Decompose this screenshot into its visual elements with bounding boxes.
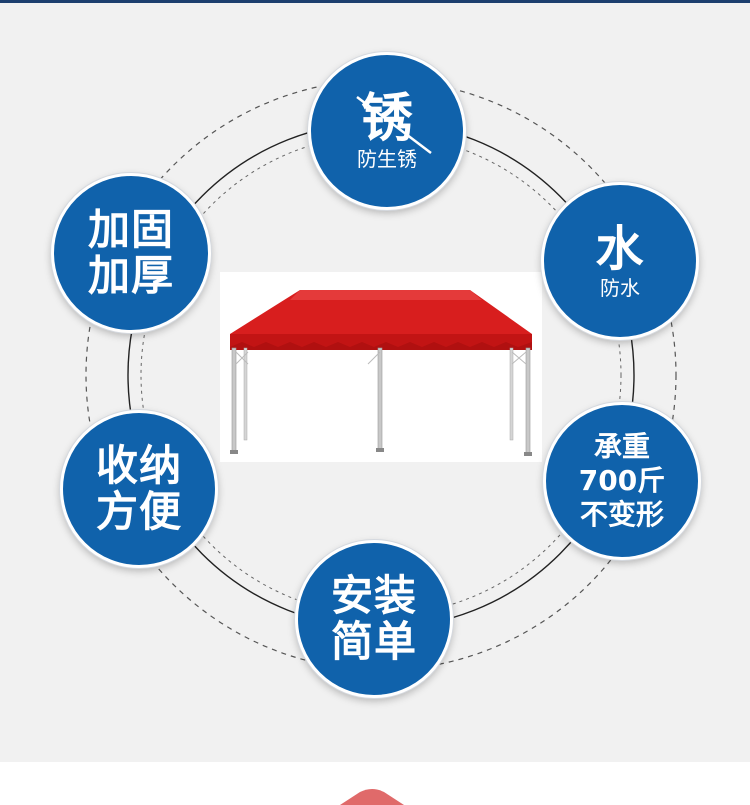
- strike-icon: [356, 96, 432, 154]
- fold-line2: 方便: [95, 487, 182, 536]
- inner-dotted-ring: [140, 134, 622, 616]
- feature-load-bearing: 承重 700斤 不变形: [543, 402, 701, 560]
- waterproof-label: 防水: [600, 276, 640, 300]
- feature-easy-storage: 收纳 方便: [60, 410, 218, 568]
- rust-char: 锈: [356, 91, 432, 154]
- tent-peak-icon: [340, 789, 404, 805]
- rust-proof-label: 防生锈: [357, 147, 417, 171]
- feature-rust-proof: 锈 防生锈: [308, 52, 466, 210]
- water-char: 水: [595, 221, 645, 277]
- feature-reinforced: 加固 加厚: [51, 173, 211, 333]
- load-line2: 700斤: [578, 464, 666, 497]
- load-line1: 承重: [593, 430, 650, 463]
- fold-line1: 收纳: [95, 441, 182, 490]
- feature-easy-install: 安装 简单: [295, 540, 453, 698]
- install-line2: 简单: [330, 617, 417, 666]
- feature-waterproof: 水 防水: [541, 182, 699, 340]
- tent-icon: [230, 290, 532, 456]
- tent-image: [220, 272, 542, 462]
- load-line3: 不变形: [579, 498, 664, 531]
- next-section-preview: [0, 762, 750, 805]
- install-line1: 安装: [330, 571, 417, 620]
- reinforce-line1: 加固: [87, 205, 174, 254]
- reinforce-line2: 加厚: [87, 251, 174, 300]
- top-border-bar: [0, 0, 750, 3]
